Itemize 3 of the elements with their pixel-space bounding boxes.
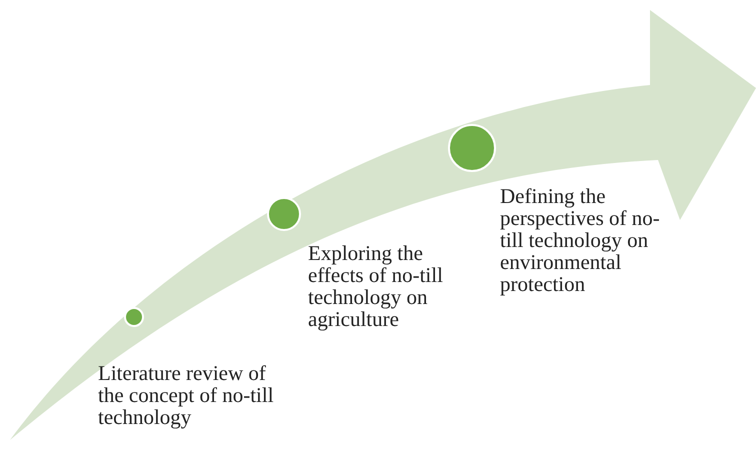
- step-description: Literature review of the concept of no-till technology: [98, 362, 275, 428]
- step-description: Defining the perspectives of no-till technology on environmental protection: [500, 185, 661, 295]
- step-description: Exploring the effects of no-till technology on agriculture: [308, 242, 444, 330]
